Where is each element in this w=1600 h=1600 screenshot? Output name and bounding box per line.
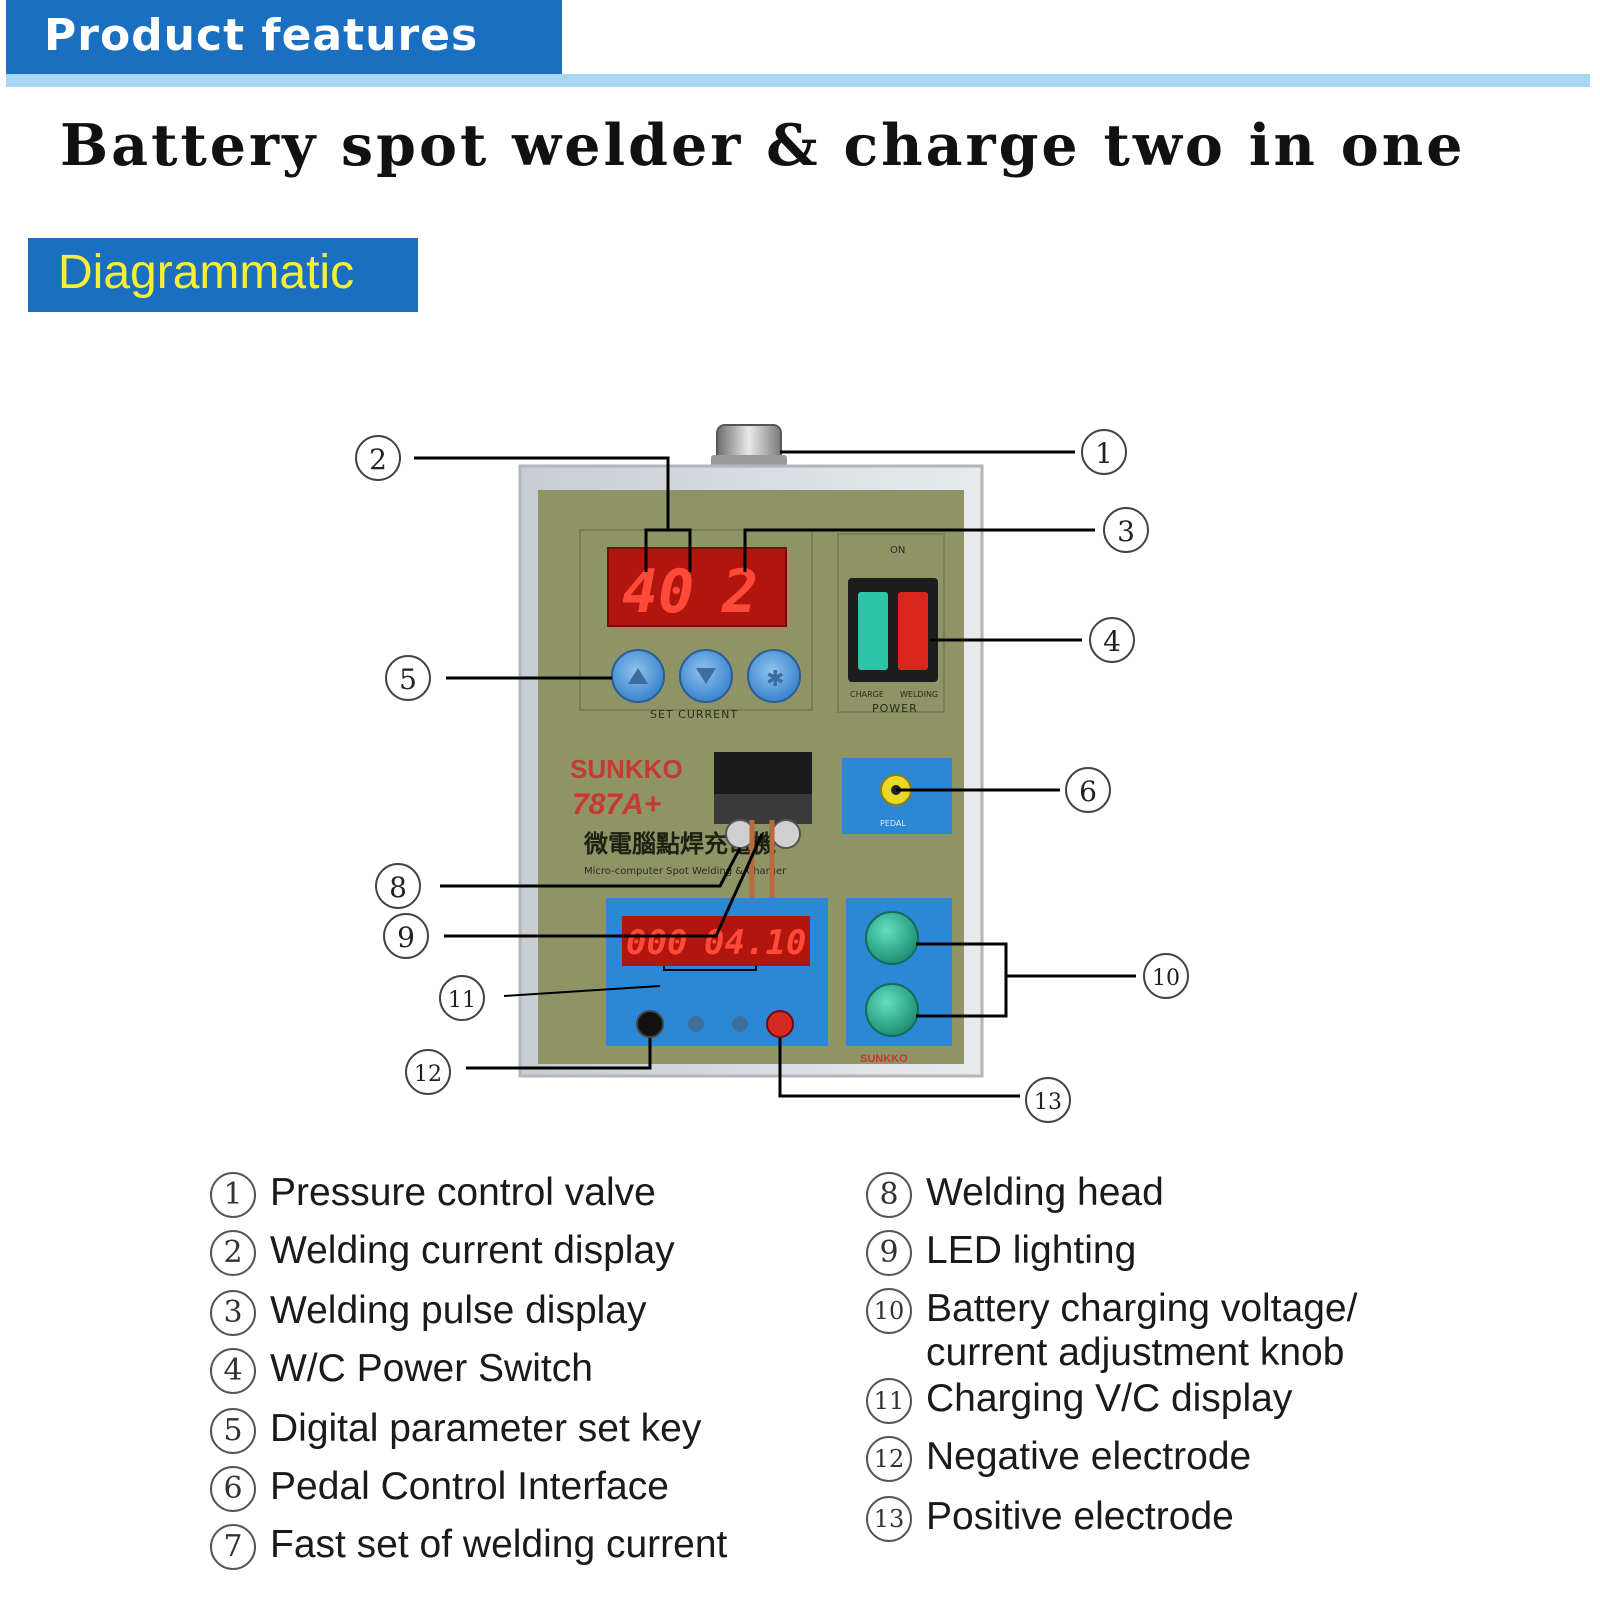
- legend-number: 11: [866, 1378, 912, 1424]
- up-arrow-icon: [628, 668, 648, 684]
- svg-text:3: 3: [1117, 515, 1135, 548]
- legend-number: 9: [866, 1230, 912, 1276]
- callout-1: 1: [1081, 429, 1127, 475]
- positive-terminal[interactable]: [766, 1010, 794, 1038]
- svg-text:9: 9: [397, 921, 415, 954]
- svg-text:11: 11: [448, 988, 476, 1013]
- legend-label: LED lighting: [926, 1229, 1137, 1272]
- svg-text:6: 6: [1079, 775, 1097, 808]
- section-tag: Diagrammatic: [28, 238, 418, 312]
- svg-text:5: 5: [399, 663, 417, 696]
- legend-label: Positive electrode: [926, 1495, 1234, 1538]
- svg-text:13: 13: [1034, 1090, 1062, 1115]
- callout-4: 4: [1089, 617, 1135, 663]
- negative-terminal[interactable]: [636, 1010, 664, 1038]
- callout-8: 8: [375, 863, 421, 909]
- star-icon: ✱: [766, 667, 784, 692]
- set-current-label: SET CURRENT: [650, 708, 738, 721]
- legend-number: 4: [210, 1348, 256, 1394]
- callout-6: 6: [1065, 767, 1111, 813]
- legend-number: 13: [866, 1496, 912, 1542]
- svg-text:10: 10: [1152, 966, 1180, 991]
- legend-label: Pedal Control Interface: [270, 1465, 669, 1508]
- legend-number: 3: [210, 1290, 256, 1336]
- legend-label: Battery charging voltage/: [926, 1287, 1358, 1330]
- legend-label: Negative electrode: [926, 1435, 1252, 1478]
- pulse-display-value: 2: [721, 557, 758, 627]
- callout-numbers: 1 2 3 4 5 6 8: [355, 429, 1189, 1123]
- legend-label: Charging V/C display: [926, 1377, 1293, 1420]
- switch-right-label: WELDING: [900, 690, 938, 699]
- legend-label: Fast set of welding current: [270, 1523, 728, 1566]
- indicator-dot-2: [732, 1016, 748, 1032]
- legend-number: 12: [866, 1436, 912, 1482]
- welding-rocker-switch[interactable]: [898, 592, 928, 670]
- legend-label: Welding head: [926, 1171, 1164, 1214]
- small-logo: SUNKKO: [860, 1053, 908, 1065]
- section-tag-label: Diagrammatic: [58, 246, 355, 299]
- legend-number: 5: [210, 1408, 256, 1454]
- callout-12: 12: [405, 1049, 451, 1095]
- legend-label: Welding pulse display: [270, 1289, 647, 1332]
- callout-lines: [414, 450, 1136, 1098]
- star-key[interactable]: [747, 649, 801, 703]
- legend-number: 2: [210, 1230, 256, 1276]
- svg-text:4: 4: [1103, 625, 1121, 658]
- charge-voltage-value: 000: [626, 923, 687, 963]
- callout-2: 2: [355, 435, 401, 481]
- svg-text:8: 8: [389, 871, 407, 904]
- pedal-label: PEDAL: [880, 819, 906, 828]
- pressure-valve: [711, 424, 787, 472]
- welding-led-display: [607, 547, 787, 627]
- legend-number: 8: [866, 1172, 912, 1218]
- charging-led-display: [622, 916, 810, 966]
- header-banner: Product features: [6, 0, 562, 82]
- brand-logo: SUNKKO: [570, 754, 683, 784]
- power-switch-frame: [837, 533, 945, 713]
- down-arrow-icon: [696, 668, 716, 684]
- device-diagram: 40 2 ✱ SET CURRENT ON CHARGE WELDING POW…: [355, 424, 1189, 1123]
- header-rule: [6, 74, 1590, 87]
- svg-text:1: 1: [1095, 437, 1113, 470]
- model-label: 787A+: [572, 788, 661, 821]
- keypad: ✱: [611, 649, 801, 703]
- charge-current-value: 04.10: [704, 923, 806, 963]
- svg-text:2: 2: [369, 443, 387, 476]
- charge-rocker-switch[interactable]: [858, 592, 888, 670]
- page-title: Battery spot welder & charge two in one: [60, 112, 1466, 179]
- legend-label: Welding current display: [270, 1229, 675, 1272]
- legend-label: Digital parameter set key: [270, 1407, 702, 1450]
- legend-label: W/C Power Switch: [270, 1347, 593, 1390]
- callout-3: 3: [1103, 507, 1149, 553]
- power-label: POWER: [872, 702, 918, 715]
- voltage-knob[interactable]: [865, 911, 919, 965]
- legend-number: 10: [866, 1288, 912, 1334]
- banner-title: Product features: [44, 10, 479, 61]
- callout-10: 10: [1143, 953, 1189, 999]
- svg-text:12: 12: [414, 1062, 442, 1087]
- legend-number: 7: [210, 1524, 256, 1570]
- legend-label: current adjustment knob: [926, 1331, 1345, 1374]
- sub-label: Micro-computer Spot Welding & Charger: [584, 866, 787, 877]
- legend-number: 1: [210, 1172, 256, 1218]
- legend-number: 6: [210, 1466, 256, 1512]
- current-knob[interactable]: [865, 983, 919, 1037]
- upper-control-frame: [579, 529, 813, 711]
- callout-11: 11: [439, 975, 485, 1021]
- indicator-dot-1: [688, 1016, 704, 1032]
- legend-label: Pressure control valve: [270, 1171, 656, 1214]
- switch-left-label: CHARGE: [850, 690, 884, 699]
- callout-9: 9: [383, 913, 429, 959]
- current-display-value: 40: [622, 557, 694, 627]
- callout-13: 13: [1025, 1077, 1071, 1123]
- on-label: ON: [890, 545, 905, 556]
- callout-5: 5: [385, 655, 431, 701]
